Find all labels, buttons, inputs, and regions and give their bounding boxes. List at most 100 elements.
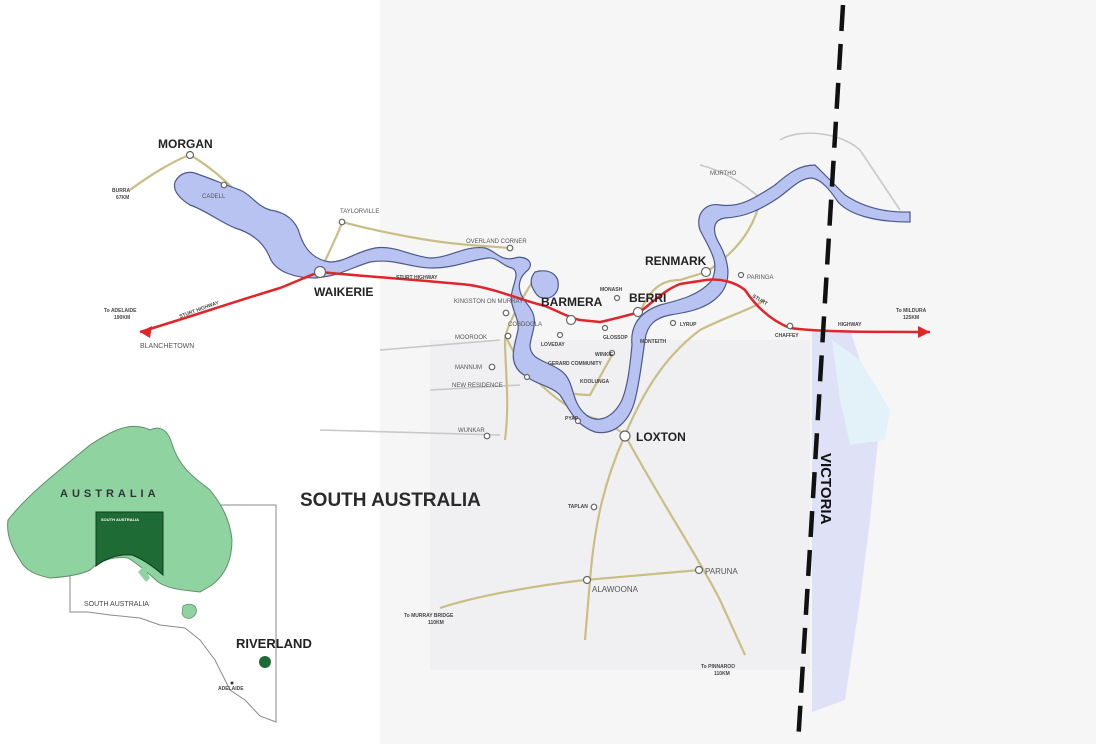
label-glossop: GLOSSOP — [603, 335, 628, 341]
label-murtho: MURTHO — [710, 171, 737, 177]
label-loveday: LOVEDAY — [541, 342, 565, 348]
label-pinnaroo: To PINNAROO — [701, 664, 735, 670]
town-berri-marker — [632, 306, 644, 318]
town-taylorville-marker — [338, 218, 346, 226]
label-monash: MONASH — [600, 287, 623, 293]
label-burra: BURRA — [112, 188, 130, 194]
road-loxton-lyrup — [623, 299, 766, 436]
label-renmark: RENMARK — [645, 254, 707, 268]
label-kingston: KINGSTON ON MURRAY — [454, 299, 523, 305]
label-winkie: WINKIE — [595, 352, 614, 358]
label-murray-bridge-dist: 110KM — [428, 620, 444, 626]
town-morgan-marker — [185, 150, 195, 160]
town-wunkar-marker — [483, 432, 491, 440]
town-monash-marker — [613, 294, 621, 302]
label-moorook: MOOROOK — [455, 335, 487, 341]
town-cadell-marker — [220, 181, 228, 189]
inset-box — [100, 516, 140, 523]
label-alawoona: ALAWOONA — [592, 585, 639, 594]
road-burra — [129, 153, 191, 191]
inset-gulf — [138, 566, 150, 582]
inset-tasmania — [181, 603, 197, 619]
road-taylorville — [318, 220, 511, 273]
label-gerard: GERARD COMMUNITY — [548, 361, 603, 367]
label-south-australia: SOUTH AUSTRALIA — [300, 490, 481, 511]
inset-australia — [7, 425, 233, 593]
label-mildura: To MILDURA — [896, 308, 927, 314]
label-waikerie: WAIKERIE — [314, 285, 373, 299]
label-victoria: VICTORIA — [817, 453, 834, 525]
town-chaffey-marker — [786, 322, 794, 330]
label-barmera: BARMERA — [541, 295, 603, 309]
inset-south-australia-label: SOUTH AUSTRALIA — [84, 601, 149, 608]
inset-map: SOUTH AUSTRALIA AUSTRALIA SOUTH AUSTRALI… — [7, 425, 312, 723]
state-border — [795, 4, 846, 744]
road-murray-bridge — [439, 568, 701, 610]
label-burra-dist: 67KM — [116, 195, 129, 201]
victoria-shading-light — [832, 340, 890, 445]
town-loxton-marker — [619, 430, 631, 442]
label-taplan: TAPLAN — [568, 504, 588, 510]
lake-bonney — [530, 270, 559, 299]
label-wunkar: WUNKAR — [458, 428, 485, 434]
road-wunkar — [319, 429, 501, 436]
label-chaffey: CHAFFEY — [775, 333, 799, 339]
town-pyap-marker — [574, 417, 582, 425]
label-berri: BERRI — [629, 291, 666, 305]
town-wangen-marker — [488, 363, 496, 371]
town-paringa-marker — [737, 271, 745, 279]
inset-riverland-marker — [259, 656, 271, 668]
inset-box-label: SOUTH AUSTRALIA — [101, 517, 139, 522]
label-adelaide: To ADELAIDE — [104, 308, 137, 314]
label-paringa: PARINGA — [747, 275, 774, 281]
label-blanchetown: BLANCHETOWN — [140, 343, 194, 350]
town-renmark-marker — [700, 266, 712, 278]
town-overland-corner-marker — [506, 244, 514, 252]
town-taplan-marker — [590, 503, 598, 511]
label-lyrup: LYRUP — [680, 322, 697, 328]
town-winkie-marker — [608, 349, 616, 357]
arrow-east-icon — [918, 326, 930, 338]
town-glossop-marker — [601, 324, 609, 332]
inset-sa-highlight — [95, 511, 164, 577]
inset-australia-label: AUSTRALIA — [60, 488, 160, 500]
road-new-residence — [429, 384, 521, 391]
inset-adelaide-marker — [230, 681, 234, 685]
label-pinnaroo-dist: 110KM — [714, 671, 730, 677]
town-kingston-marker — [502, 309, 510, 317]
label-cobdogla: COBDOGLA — [508, 322, 542, 328]
background-shading-2 — [430, 340, 810, 670]
town-loveday-marker — [556, 331, 564, 339]
label-morgan: MORGAN — [158, 137, 213, 151]
label-overland-corner: OVERLAND CORNER — [466, 239, 527, 245]
road-murtho-2 — [699, 164, 761, 199]
label-sturt-east2: HIGHWAY — [838, 322, 862, 328]
town-new-residence-marker — [523, 373, 531, 381]
label-mannum: MANNUM — [455, 365, 482, 371]
label-mildura-dist: 125KM — [903, 315, 919, 321]
town-moorook-marker — [504, 332, 512, 340]
label-cadell: CADELL — [202, 194, 226, 200]
road-loxton-alawoona — [583, 434, 627, 641]
road-berri-renmark — [638, 270, 707, 313]
arrow-west-icon — [140, 326, 152, 338]
label-taylorville: TAYLORVILLE — [340, 209, 379, 215]
road-west-1 — [379, 339, 501, 351]
town-lyrup-marker — [669, 319, 677, 327]
river-murray — [173, 164, 911, 434]
label-paruna: PARUNA — [705, 567, 738, 576]
road-loxton-pinnaroo — [624, 434, 747, 656]
label-murray-bridge: To MURRAY BRIDGE — [404, 613, 454, 619]
inset-adelaide-label: ADELAIDE — [218, 686, 244, 692]
label-pyap: PYAP — [565, 416, 579, 422]
town-barmera-marker — [565, 314, 577, 326]
road-murtho — [779, 132, 901, 211]
town-paruna-marker — [694, 565, 704, 575]
label-koolunga: KOOLUNGA — [580, 379, 610, 385]
label-loxton: LOXTON — [636, 430, 686, 444]
label-new-residence: NEW RESIDENCE — [452, 383, 503, 389]
label-adelaide-dist: 190KM — [114, 315, 130, 321]
town-waikerie-marker — [313, 265, 327, 279]
town-alawoona-marker — [582, 575, 592, 585]
